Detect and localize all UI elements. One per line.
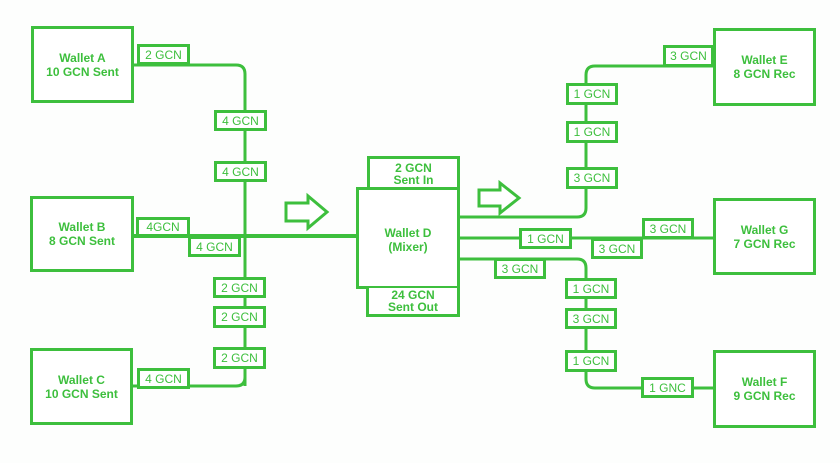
amount-label: 4 GCN bbox=[214, 161, 267, 182]
wallet-amount: 10 GCN Sent bbox=[45, 386, 118, 401]
mixer-sent-out: 24 GCN Sent Out bbox=[366, 288, 460, 317]
amount-label: 4GCN bbox=[136, 217, 190, 237]
wallet-amount: 9 GCN Rec bbox=[733, 389, 796, 403]
wallet-a: Wallet A 10 GCN Sent bbox=[31, 26, 134, 103]
amount-label: 1 GCN bbox=[565, 278, 617, 299]
sent-in-amount: 2 GCN bbox=[395, 160, 432, 175]
wallet-name: Wallet A bbox=[59, 50, 106, 65]
amount-label: 3 GCN bbox=[663, 45, 714, 67]
amount-label: 2 GCN bbox=[213, 277, 266, 298]
wallet-name: Wallet C bbox=[58, 372, 105, 387]
amount-label: 3 GCN bbox=[566, 167, 618, 189]
line-wallet-a bbox=[133, 63, 247, 386]
wallet-role: (Mixer) bbox=[388, 240, 428, 254]
wallet-name: Wallet F bbox=[741, 375, 788, 389]
amount-label: 2 GCN bbox=[137, 44, 190, 65]
amount-label: 3 GCN bbox=[642, 218, 694, 239]
wallet-name: Wallet E bbox=[741, 53, 788, 67]
sent-in-label: Sent In bbox=[393, 172, 434, 187]
amount-label: 2 GCN bbox=[213, 306, 266, 328]
amount-label: 4 GCN bbox=[188, 236, 241, 257]
wallet-g: Wallet G 7 GCN Rec bbox=[713, 198, 816, 275]
flow-arrow-icon bbox=[477, 179, 522, 217]
amount-label: 4 GCN bbox=[137, 368, 190, 389]
amount-label: 3 GCN bbox=[565, 308, 617, 329]
wallet-d-mixer: Wallet D (Mixer) bbox=[356, 187, 460, 289]
wallet-f: Wallet F 9 GCN Rec bbox=[713, 350, 816, 428]
wallet-amount: 8 GCN Sent bbox=[48, 234, 115, 248]
wallet-b: Wallet B 8 GCN Sent bbox=[30, 196, 134, 272]
mixer-sent-in: 2 GCN Sent In bbox=[367, 156, 460, 188]
wallet-amount: 10 GCN Sent bbox=[46, 64, 119, 79]
wallet-name: Wallet G bbox=[740, 222, 789, 237]
flow-arrow-icon bbox=[284, 192, 330, 232]
sent-out-amount: 24 GCN bbox=[391, 288, 435, 302]
amount-label: 1 GCN bbox=[566, 121, 618, 143]
wallet-amount: 7 GCN Rec bbox=[733, 236, 796, 251]
amount-label: 1 GCN bbox=[566, 83, 618, 105]
wallet-amount: 8 GCN Rec bbox=[733, 67, 796, 81]
amount-label: 3 GCN bbox=[494, 258, 546, 279]
wallet-c: Wallet C 10 GCN Sent bbox=[30, 348, 133, 425]
wallet-name: Wallet B bbox=[58, 220, 106, 234]
sent-out-label: Sent Out bbox=[388, 300, 438, 314]
amount-label: 1 GNC bbox=[641, 377, 694, 398]
amount-label: 2 GCN bbox=[213, 347, 266, 369]
wallet-e: Wallet E 8 GCN Rec bbox=[713, 28, 816, 106]
amount-label: 1 GCN bbox=[565, 350, 617, 372]
amount-label: 3 GCN bbox=[591, 238, 643, 259]
wallet-name: Wallet D bbox=[384, 226, 432, 240]
amount-label: 1 GCN bbox=[519, 228, 572, 249]
line-wallet-c bbox=[132, 376, 247, 388]
amount-label: 4 GCN bbox=[214, 110, 267, 131]
